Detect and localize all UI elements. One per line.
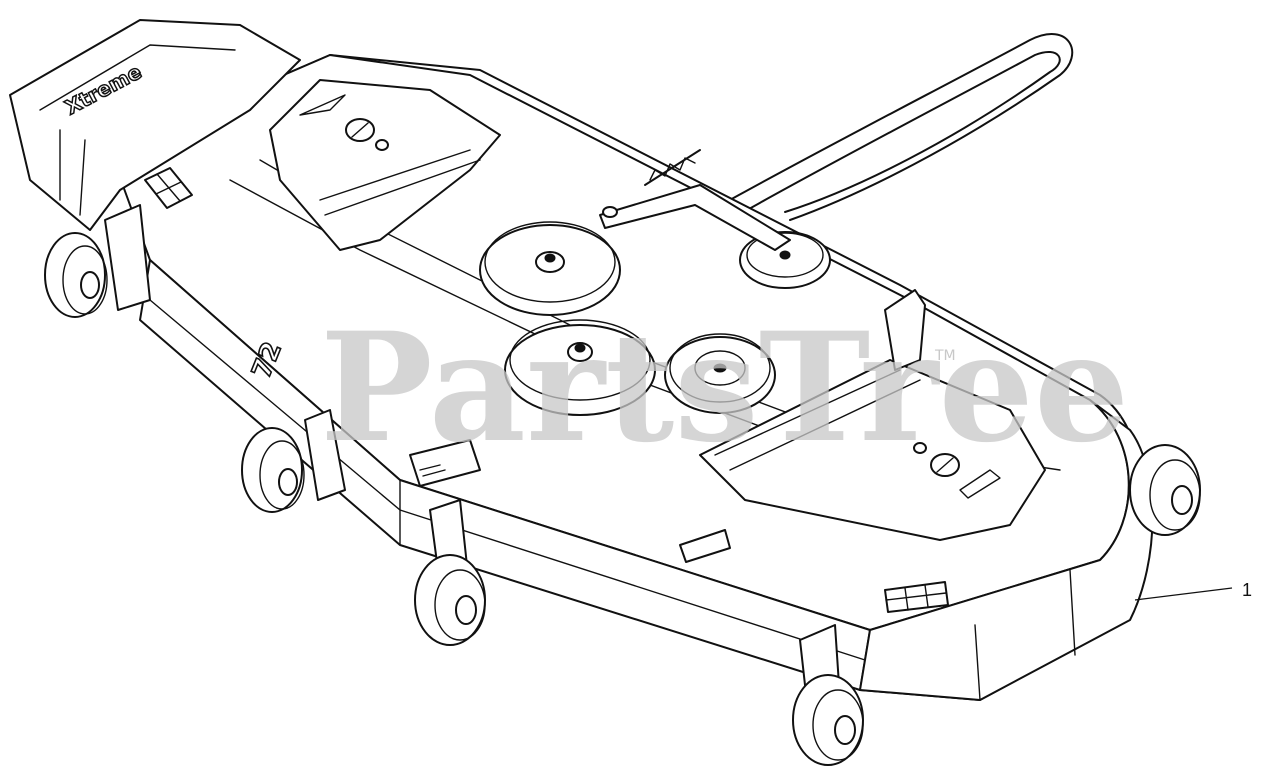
callout-number: 1 xyxy=(1242,580,1252,600)
anti-scalp-wheel-1 xyxy=(44,204,151,318)
callout-1: 1 xyxy=(1134,580,1252,601)
watermark: PartsTree xyxy=(320,300,1129,476)
right-spindle-pulley xyxy=(664,333,776,414)
center-spindle-pulley xyxy=(504,319,656,416)
right-spindle-cover xyxy=(699,359,1046,541)
warning-decal xyxy=(409,439,481,487)
anti-scalp-wheel-5 xyxy=(1129,444,1201,536)
left-spindle-cover: Xtreme xyxy=(9,19,301,231)
anti-scalp-wheel-2 xyxy=(241,409,346,513)
anti-scalp-wheel-3 xyxy=(414,499,486,646)
rear-bracket xyxy=(884,289,926,371)
left-spindle-pulley xyxy=(479,221,621,316)
anti-scalp-wheel-4 xyxy=(792,624,864,766)
watermark-trademark: TM xyxy=(934,348,956,364)
belt-routing-decal xyxy=(679,529,731,563)
decal-grid-left xyxy=(144,167,193,209)
center-spindle-cover xyxy=(269,79,501,251)
idler-arm-assembly xyxy=(599,149,791,251)
decal-grid-right xyxy=(884,581,949,613)
idler-pulley xyxy=(739,231,831,289)
